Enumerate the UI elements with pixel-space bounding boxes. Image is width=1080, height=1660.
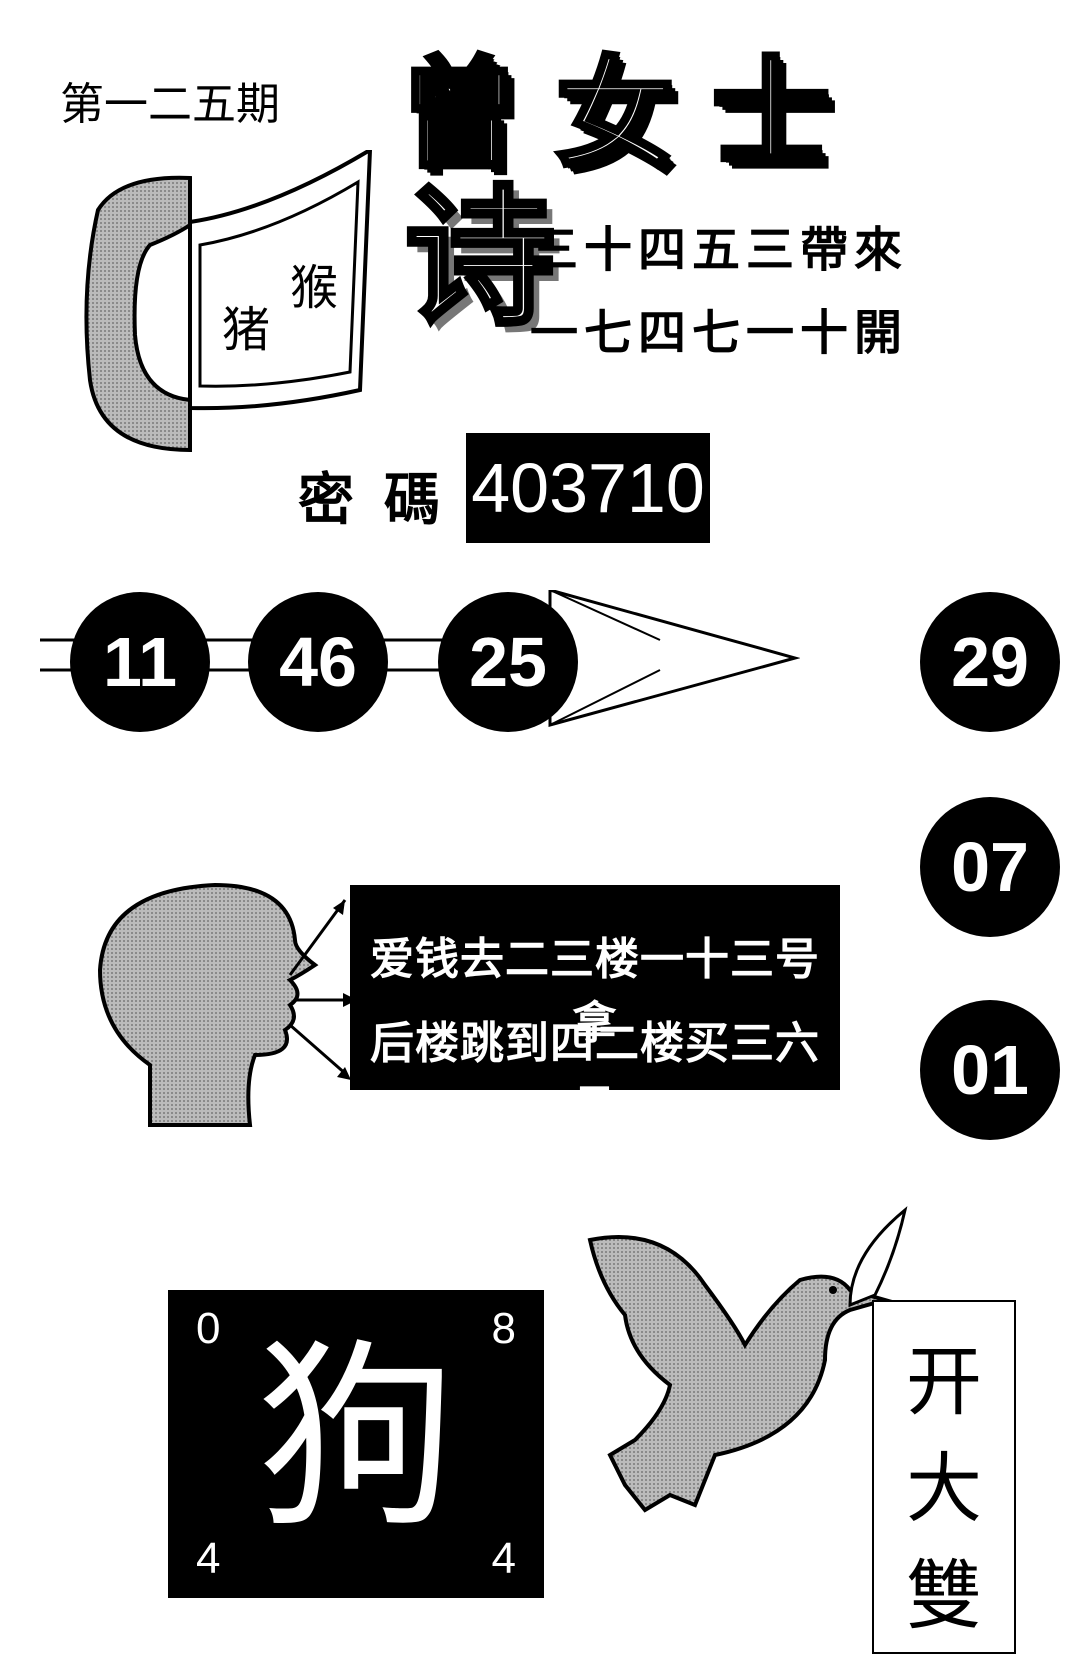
speaking-head-icon [97, 882, 357, 1127]
tip-line-2: 后楼跳到四二楼买三六号 [370, 1018, 820, 1133]
zodiac-corner-top-left: 0 [196, 1304, 221, 1353]
card-zodiac-pig: 猪 [222, 302, 271, 358]
zodiac-corner-bottom-right: 4 [491, 1534, 516, 1583]
tips-box: 爱钱去二三楼一十三号拿 后楼跳到四二楼买三六号 [350, 885, 840, 1133]
number-ball-1: 11 [70, 592, 210, 732]
poem-label: 诗 [402, 170, 557, 346]
issue-label: 第一二五期 [60, 79, 280, 130]
secret-code-value: 403710 [466, 433, 710, 543]
zodiac-box: 0 8 4 4 狗 [168, 1290, 544, 1598]
vertical-char-2: 大 [906, 1444, 982, 1533]
vertical-char-3: 雙 [906, 1551, 982, 1640]
zodiac-corner-bottom-left: 4 [196, 1534, 221, 1583]
secret-code-label: 密碼 [298, 467, 470, 533]
poem-line-1: 三十四五三帶來 [530, 222, 909, 278]
number-ball-2: 46 [248, 592, 388, 732]
vertical-char-1: 开 [906, 1337, 982, 1426]
number-ball-3: 25 [438, 592, 578, 732]
dove-icon [587, 1206, 908, 1513]
card-zodiac-monkey: 猴 [290, 260, 339, 316]
number-ball-6: 01 [920, 1000, 1060, 1140]
zodiac-char: 狗 [255, 1322, 456, 1555]
zodiac-corner-top-right: 8 [491, 1304, 516, 1353]
number-ball-5: 07 [920, 797, 1060, 937]
phone-handset-icon [84, 175, 192, 453]
vertical-text-box: 开 大 雙 [872, 1300, 1016, 1654]
page-title: 曾女士 [397, 42, 869, 186]
tip-line-1: 爱钱去二三楼一十三号拿 [370, 934, 820, 1049]
number-ball-4: 29 [920, 592, 1060, 732]
phone-card-graphic [84, 150, 373, 453]
poem-line-2: 一七四七一十開 [530, 305, 909, 361]
